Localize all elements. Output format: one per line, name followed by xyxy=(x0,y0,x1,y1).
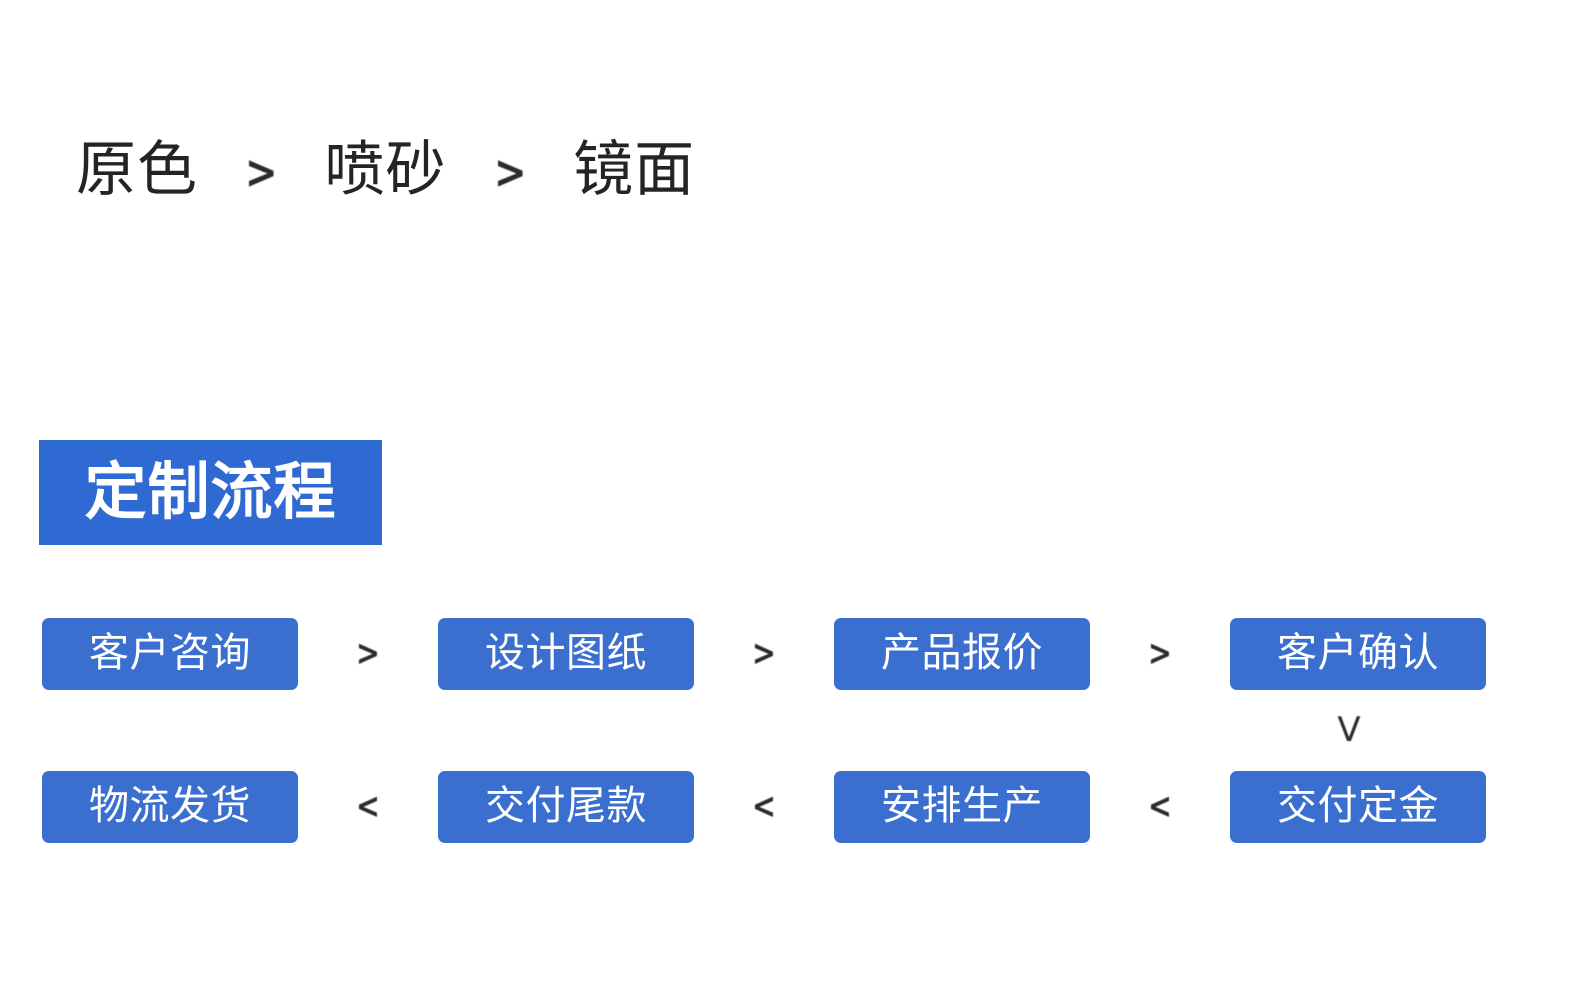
process-step-jiaofu-weikuan[interactable]: 交付尾款 xyxy=(438,771,694,843)
process-step-label: 安排生产 xyxy=(881,783,1043,829)
section-heading-badge: 定制流程 xyxy=(39,440,382,545)
process-step-label: 交付定金 xyxy=(1277,783,1439,829)
chevron-left-icon: < xyxy=(355,786,381,827)
finish-option-pensha: 喷砂 xyxy=(324,135,447,205)
process-step-wuliu-fahuo[interactable]: 物流发货 xyxy=(42,771,298,843)
finish-option-yuanse: 原色 xyxy=(76,135,198,205)
chevron-left-icon: < xyxy=(751,786,777,827)
chevron-right-icon: > xyxy=(1147,633,1173,674)
process-step-jiaofu-dingjin[interactable]: 交付定金 xyxy=(1230,771,1486,843)
chevron-right-icon: > xyxy=(244,145,278,199)
process-step-sheji-tuzhi[interactable]: 设计图纸 xyxy=(438,618,694,690)
process-flow-row-2: 物流发货 < 交付尾款 < 安排生产 < 交付定金 xyxy=(42,771,1486,843)
chevron-right-icon: > xyxy=(493,145,527,199)
finish-option-jingmian: 镜面 xyxy=(573,135,696,205)
process-step-label: 客户确认 xyxy=(1277,630,1439,676)
process-step-kehu-zixun[interactable]: 客户咨询 xyxy=(42,618,298,690)
chevron-right-icon: > xyxy=(751,633,777,674)
surface-finish-sequence: 原色 > 喷砂 > 镜面 xyxy=(76,124,695,216)
process-step-label: 客户咨询 xyxy=(89,630,251,676)
process-step-kehu-queren[interactable]: 客户确认 xyxy=(1230,618,1486,690)
section-heading-label: 定制流程 xyxy=(84,454,337,528)
chevron-down-icon: V xyxy=(1337,710,1361,750)
process-step-label: 设计图纸 xyxy=(485,630,647,676)
process-step-anpai-shengchan[interactable]: 安排生产 xyxy=(834,771,1090,843)
process-step-label: 交付尾款 xyxy=(485,783,647,829)
chevron-left-icon: < xyxy=(1147,786,1173,827)
process-flow-row-1: 客户咨询 > 设计图纸 > 产品报价 > 客户确认 xyxy=(42,618,1486,690)
chevron-right-icon: > xyxy=(355,633,381,674)
process-step-label: 物流发货 xyxy=(89,783,251,829)
process-step-chanpin-baojia[interactable]: 产品报价 xyxy=(834,618,1090,690)
process-step-label: 产品报价 xyxy=(881,630,1043,676)
